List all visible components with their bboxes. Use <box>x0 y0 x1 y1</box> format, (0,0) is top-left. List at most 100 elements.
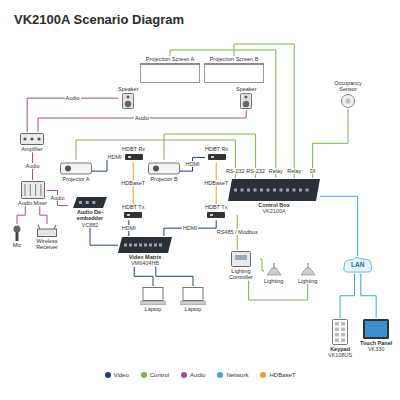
connector <box>38 110 246 132</box>
connector <box>340 273 354 318</box>
lc-node: Lighting Controller <box>222 250 260 281</box>
legend-text: HDBaseT <box>269 372 295 378</box>
touch-node: Touch PanelVK330 <box>360 318 392 353</box>
node-label: Touch Panel <box>360 340 392 346</box>
light-node: Lighting <box>298 262 317 284</box>
connector <box>361 273 376 318</box>
legend-item: Control <box>141 372 169 378</box>
light-icon <box>267 263 281 277</box>
node-label: Laptop <box>185 306 202 312</box>
connector <box>76 140 235 178</box>
laptop-node: Laptop <box>140 286 166 312</box>
legend-swatch <box>105 372 111 378</box>
connector <box>134 267 153 286</box>
light-node: Lighting <box>264 262 283 284</box>
legend: Video Control Audio Network HDBaseT <box>0 372 400 378</box>
connector <box>180 157 205 171</box>
legend-swatch <box>181 372 187 378</box>
mixer-icon <box>21 181 45 199</box>
legend-text: Video <box>114 372 129 378</box>
sensor-node: Occupancy Sensor <box>328 80 368 109</box>
connector <box>313 109 348 178</box>
model-number: VC882 <box>82 222 99 228</box>
connection-label: Audio <box>65 95 81 101</box>
node-label: Wireless Receiver <box>32 238 62 251</box>
amp-icon <box>20 133 44 145</box>
connection-label: Relay <box>268 168 284 174</box>
node-label: Projector A <box>63 176 90 182</box>
model-number: VK2100A <box>262 208 285 214</box>
speaker-node: Speaker <box>236 86 257 110</box>
mic-node: Mic <box>12 224 22 248</box>
node-label: HDBT Tx <box>122 204 144 210</box>
rx-node: HDBT Rx <box>205 146 228 162</box>
ctrl-node: Control BoxVK2100A <box>228 178 320 215</box>
cloud-node: LAN <box>342 256 373 273</box>
rx-node: HDBT Rx <box>122 146 145 162</box>
connector <box>47 191 68 206</box>
connector <box>27 98 118 132</box>
screen-node: Projection Screen B <box>204 56 264 84</box>
node-label: HDBT Tx <box>205 204 227 210</box>
screen-icon <box>204 63 264 83</box>
node-label: Mic <box>13 242 22 248</box>
connector <box>40 206 47 224</box>
laptop-node: Laptop <box>180 286 206 312</box>
diagram-title: VK2100A Scenario Diagram <box>14 12 184 27</box>
model-number: VM6404HB <box>131 260 159 266</box>
connection-label: HDMI <box>182 225 198 231</box>
node-label: Projection Screen B <box>210 56 259 62</box>
speaker-icon <box>122 93 134 109</box>
ctrl-icon <box>228 179 320 201</box>
connection-label: RS-232 <box>245 168 266 174</box>
legend-text: Control <box>150 372 169 378</box>
node-label: Projector B <box>150 176 177 182</box>
sensor-icon <box>341 94 355 108</box>
connection-label: DI <box>309 168 317 174</box>
deemb-icon <box>73 197 107 208</box>
proj-icon <box>60 161 92 175</box>
connection-label: HDMI <box>184 161 200 167</box>
rx-icon <box>124 211 142 219</box>
legend-swatch <box>217 372 223 378</box>
model-number: VK108US <box>328 352 352 358</box>
connection-label: Audio <box>134 115 150 121</box>
speaker-node: Speaker <box>118 86 139 110</box>
laptop-icon <box>140 287 166 305</box>
connection-label: HDMI <box>106 154 122 160</box>
connector <box>156 267 193 286</box>
node-label: Occupancy Sensor <box>328 80 368 93</box>
keypad-node: KeypadVK108US <box>328 318 352 359</box>
legend-item: Audio <box>181 372 205 378</box>
node-label: Lighting <box>298 278 317 284</box>
screen-icon <box>140 63 200 83</box>
node-label: Speaker <box>236 86 257 92</box>
connection-label: Audio <box>49 195 65 201</box>
node-label: HDBT Rx <box>122 146 145 152</box>
connector <box>320 196 358 256</box>
connection-label: HDBaseT <box>203 180 229 186</box>
connection-label: HDMI <box>121 225 137 231</box>
lc-icon <box>231 251 251 267</box>
connection-label: HDBaseT <box>120 180 146 186</box>
screen-node: Projection Screen A <box>140 56 200 84</box>
connector <box>17 206 25 224</box>
legend-text: Network <box>226 372 248 378</box>
speaker-icon <box>240 93 252 109</box>
proj-node: Projector A <box>60 160 92 182</box>
node-label: LAN <box>351 261 364 268</box>
keypad-icon <box>332 319 348 345</box>
amp-node: Amplifier <box>20 132 44 152</box>
legend-item: Video <box>105 372 129 378</box>
legend-swatch <box>260 372 266 378</box>
node-label: Video Matrix <box>129 254 162 260</box>
node-label: Keypad <box>330 346 350 352</box>
mic-icon <box>12 225 22 241</box>
matrix-node: Video MatrixVM6404HB <box>118 236 172 267</box>
connection-label: RS-232 <box>225 168 246 174</box>
node-label: Control Box <box>258 202 289 208</box>
recv-icon <box>37 225 57 237</box>
legend-swatch <box>141 372 147 378</box>
node-label: Audio Mixer <box>18 200 47 206</box>
